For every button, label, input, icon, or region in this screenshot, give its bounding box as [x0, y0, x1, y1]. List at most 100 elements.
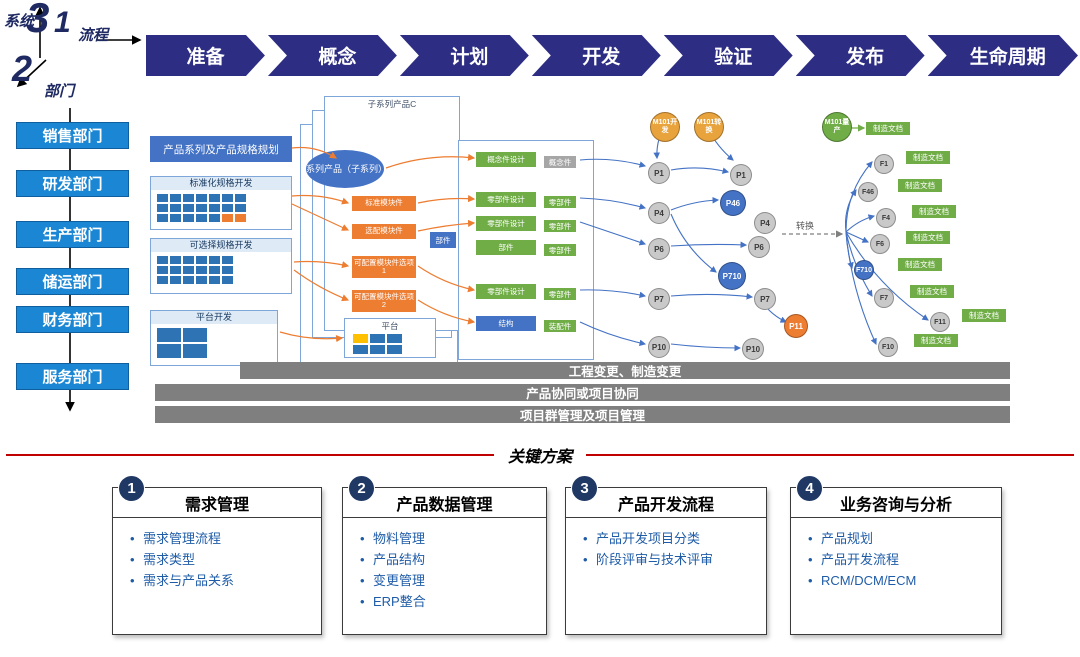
grid-square [209, 256, 220, 264]
card-item: 变更管理 [360, 570, 538, 591]
divider-line-right [586, 454, 1075, 456]
department-5: 财务部门 [16, 306, 129, 333]
grid-square [183, 256, 194, 264]
process-step-5: 验证 [664, 35, 793, 76]
divider-line-left [6, 454, 494, 456]
card-item-list: 物料管理产品结构变更管理ERP整合 [343, 518, 546, 612]
bottom-bar-3: 项目群管理及项目管理 [155, 406, 1010, 423]
grid-square [170, 214, 181, 222]
card-item: 需求与产品关系 [130, 570, 313, 591]
process-step-7: 生命周期 [928, 35, 1078, 76]
platform-square [353, 345, 368, 354]
key-solutions-divider: 关键方案 [6, 443, 1075, 467]
platform-square [387, 345, 402, 354]
department-3: 生产部门 [16, 221, 129, 248]
grid-square [222, 194, 233, 202]
department-1: 销售部门 [16, 122, 129, 149]
grid-square [157, 276, 168, 284]
grid-square [157, 266, 168, 274]
grid-square [170, 256, 181, 264]
platform-square [353, 334, 368, 343]
spec-box-3: 平台开发 [150, 310, 278, 366]
card-item: 产品规划 [808, 528, 993, 549]
platform-square [370, 334, 385, 343]
spec-grid [151, 252, 291, 288]
platform-label: 平台 [381, 321, 399, 331]
department-2: 研发部门 [16, 170, 129, 197]
spec-grid [151, 190, 291, 226]
grid-square [209, 276, 220, 284]
card-number-badge: 3 [571, 475, 598, 502]
card-item-list: 产品规划产品开发流程RCM/DCM/ECM [791, 518, 1001, 591]
grid-square [196, 214, 207, 222]
card-item: 需求管理流程 [130, 528, 313, 549]
grid-square [222, 276, 233, 284]
card-title: 产品数据管理 [343, 488, 546, 518]
grid-square [170, 276, 181, 284]
card-number-badge: 4 [796, 475, 823, 502]
spec-box-label: 可选择规格开发 [151, 239, 291, 252]
grid-square [222, 214, 233, 222]
grid-square [183, 344, 207, 358]
design-main-4: 部件 [476, 240, 536, 255]
process-step-4: 开发 [532, 35, 661, 76]
platform-grid [345, 332, 435, 356]
design-tag-4: 零部件 [544, 244, 576, 256]
grid-square [196, 194, 207, 202]
process-flow-bar: 准备概念计划开发验证发布生命周期 [146, 35, 1078, 76]
spec-grid [151, 324, 277, 362]
grid-square [235, 214, 246, 222]
grid-square [222, 204, 233, 212]
process-step-6: 发布 [796, 35, 925, 76]
module-box-1: 标准模块件 [352, 196, 416, 211]
grid-square [183, 204, 194, 212]
design-main-1: 概念件设计 [476, 152, 536, 167]
bottom-bar-1: 工程变更、制造变更 [240, 362, 1010, 379]
subseries-label: 子系列产品C [367, 99, 417, 109]
part-box: 部件 [430, 232, 456, 248]
grid-square [209, 194, 220, 202]
axis-number-3: 3 [26, 0, 50, 41]
design-tag-2: 零部件 [544, 196, 576, 208]
grid-square [157, 256, 168, 264]
card-item-list: 需求管理流程需求类型需求与产品关系 [113, 518, 321, 591]
card-item: 需求类型 [130, 549, 313, 570]
design-tag-5: 零部件 [544, 288, 576, 300]
key-solutions-title: 关键方案 [508, 449, 573, 466]
grid-square [196, 256, 207, 264]
process-step-1: 准备 [146, 35, 265, 76]
grid-square [183, 276, 194, 284]
module-box-3: 可配置模块件选项1 [352, 256, 416, 278]
card-item: 阶段评审与技术评审 [583, 549, 758, 570]
card-item: 产品开发项目分类 [583, 528, 758, 549]
design-tag-1: 概念件 [544, 156, 576, 168]
axis-number-1: 1 [54, 6, 71, 39]
design-main-2: 零部件设计 [476, 192, 536, 207]
grid-square [183, 266, 194, 274]
grid-square [183, 328, 207, 342]
spec-box-label: 标准化规格开发 [151, 177, 291, 190]
platform-box: 平台 [344, 318, 436, 358]
module-box-4: 可配置模块件选项2 [352, 290, 416, 312]
design-main-3: 零部件设计 [476, 216, 536, 231]
bottom-bar-2: 产品协同或项目协同 [155, 384, 1010, 401]
grid-square [209, 204, 220, 212]
card-item: ERP整合 [360, 591, 538, 612]
grid-square [157, 194, 168, 202]
spec-box-label: 平台开发 [151, 311, 277, 324]
card-item: RCM/DCM/ECM [808, 570, 993, 591]
grid-square [170, 204, 181, 212]
design-main-6: 结构 [476, 316, 536, 331]
grid-square [183, 194, 194, 202]
grid-square [170, 194, 181, 202]
design-tag-6: 装配件 [544, 320, 576, 332]
grid-square [235, 204, 246, 212]
grid-square [196, 266, 207, 274]
grid-square [157, 214, 168, 222]
grid-square [157, 328, 181, 342]
grid-square [157, 204, 168, 212]
card-title: 业务咨询与分析 [791, 488, 1001, 518]
axis-process-label: 流程 [78, 27, 109, 44]
axis-number-2: 2 [12, 48, 33, 89]
